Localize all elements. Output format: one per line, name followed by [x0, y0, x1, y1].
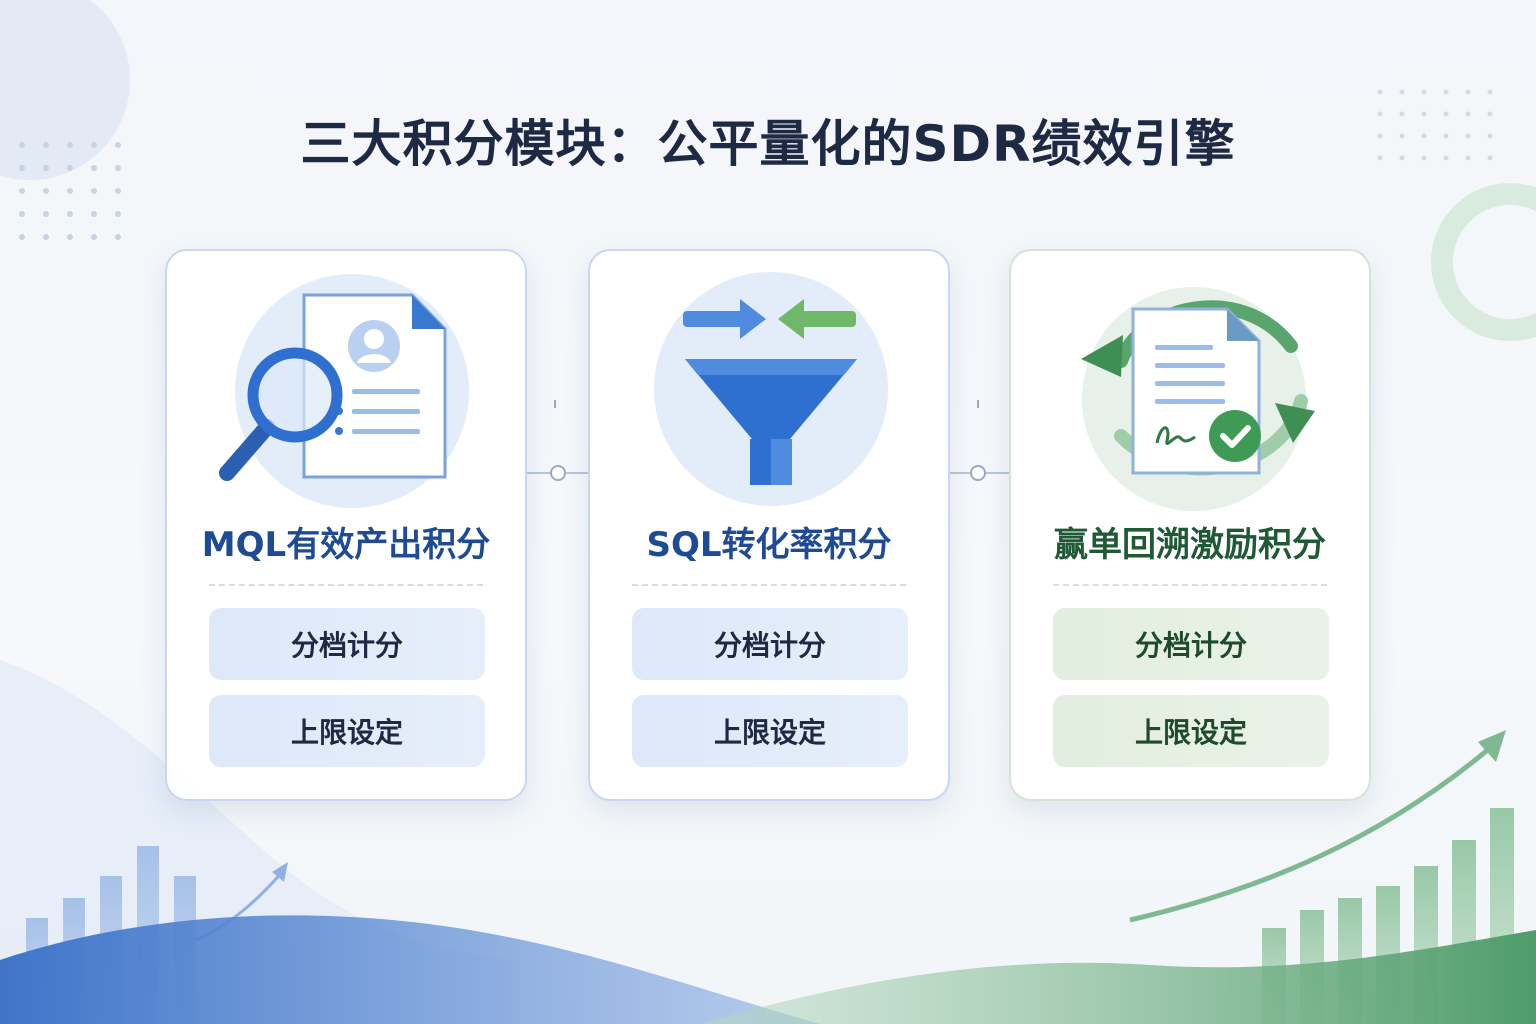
- bg-ring-right: [1431, 183, 1536, 341]
- feature-pill-tiered-scoring: 分档计分: [209, 608, 485, 680]
- feature-pill-cap-setting: 上限设定: [1053, 695, 1329, 767]
- module-card-sql: SQL转化率积分 分档计分 上限设定: [588, 249, 950, 801]
- module-card-win-back: 赢单回溯激励积分 分档计分 上限设定: [1009, 249, 1371, 801]
- divider: [209, 584, 483, 586]
- bg-circle-top-left: [0, 0, 130, 180]
- module-title: SQL转化率积分: [646, 525, 892, 565]
- dots-top-left: [19, 142, 121, 240]
- bg-wave-bottom-green: [700, 930, 1536, 1024]
- contract-cycle-icon: [1081, 287, 1315, 511]
- module-title: MQL有效产出积分: [201, 525, 491, 565]
- arrow-right-trend: [1129, 746, 1492, 923]
- dots-top-right: [1377, 89, 1493, 161]
- divider: [632, 584, 906, 586]
- magnifier-document-icon: [219, 274, 469, 508]
- divider: [1053, 584, 1327, 586]
- connector-1-2: [526, 400, 590, 481]
- feature-pill-cap-setting: 上限设定: [632, 695, 908, 767]
- feature-pill-cap-setting: 上限设定: [209, 695, 485, 767]
- page-title: 三大积分模块：公平量化的SDR绩效引擎: [300, 115, 1236, 173]
- connector-2-3: [946, 400, 1010, 481]
- feature-pill-tiered-scoring: 分档计分: [1053, 608, 1329, 680]
- module-card-mql: MQL有效产出积分 分档计分 上限设定: [165, 249, 527, 801]
- feature-pill-tiered-scoring: 分档计分: [632, 608, 908, 680]
- funnel-arrows-icon: [654, 272, 888, 506]
- module-title: 赢单回溯激励积分: [1054, 525, 1326, 565]
- bg-wave-bottom-blue: [0, 915, 820, 1024]
